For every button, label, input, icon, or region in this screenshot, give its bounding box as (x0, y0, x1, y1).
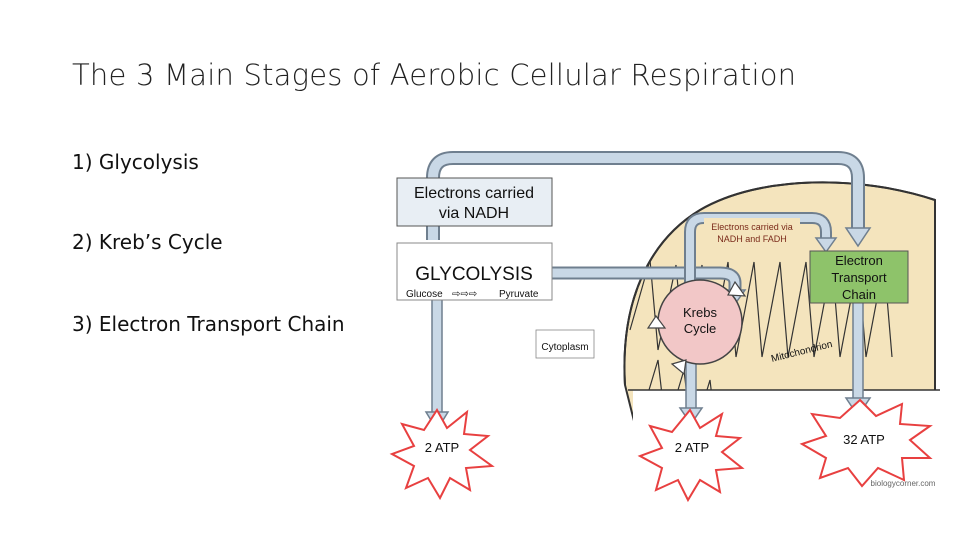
atp-burst-glycolysis: 2 ATP (389, 408, 495, 501)
glycolysis-arrows: ⇨⇨⇨ (452, 289, 477, 300)
etc-line-2: Transport (831, 270, 887, 285)
stage-glycolysis: 1) Glycolysis (72, 150, 199, 174)
krebs-cycle: Krebs Cycle (646, 279, 747, 376)
nadh-box-line-1: Electrons carried (414, 185, 534, 202)
nadh-fadh-line-2: NADH and FADH (717, 234, 787, 244)
nadh-box-line-2: via NADH (439, 205, 509, 222)
etc-box: Electron Transport Chain (809, 250, 909, 304)
cytoplasm-label: Cytoplasm (541, 342, 588, 353)
atp-label-etc: 32 ATP (843, 432, 885, 447)
atp-label-krebs: 2 ATP (675, 440, 709, 455)
atp-burst-etc: 32 ATP (799, 398, 933, 488)
stage-krebs-cycle: 2) Kreb’s Cycle (72, 230, 223, 254)
nadh-box: Electrons carried via NADH (396, 177, 553, 227)
etc-line-3: Chain (842, 287, 876, 302)
slide-title: The 3 Main Stages of Aerobic Cellular Re… (72, 58, 797, 92)
credit-label: biologycorner.com (871, 479, 936, 488)
krebs-line-1: Krebs (683, 305, 717, 320)
pyruvate-label: Pyruvate (499, 289, 539, 300)
glycolysis-box: GLYCOLYSIS Glucose ⇨⇨⇨ Pyruvate (396, 242, 553, 301)
cytoplasm-label-box: Cytoplasm (535, 329, 595, 359)
nadh-fadh-box: Electrons carried via NADH and FADH (704, 218, 800, 248)
nadh-to-etc-arrow (426, 151, 872, 248)
glucose-label: Glucose (406, 289, 443, 300)
atp-label-glycolysis: 2 ATP (425, 440, 459, 455)
krebs-line-2: Cycle (684, 321, 717, 336)
glycolysis-title: GLYCOLYSIS (415, 264, 533, 285)
nadh-fadh-line-1: Electrons carried via (711, 222, 793, 232)
etc-line-1: Electron (835, 253, 883, 268)
stage-electron-transport-chain: 3) Electron Transport Chain (72, 312, 345, 336)
atp-burst-krebs: 2 ATP (637, 408, 745, 503)
